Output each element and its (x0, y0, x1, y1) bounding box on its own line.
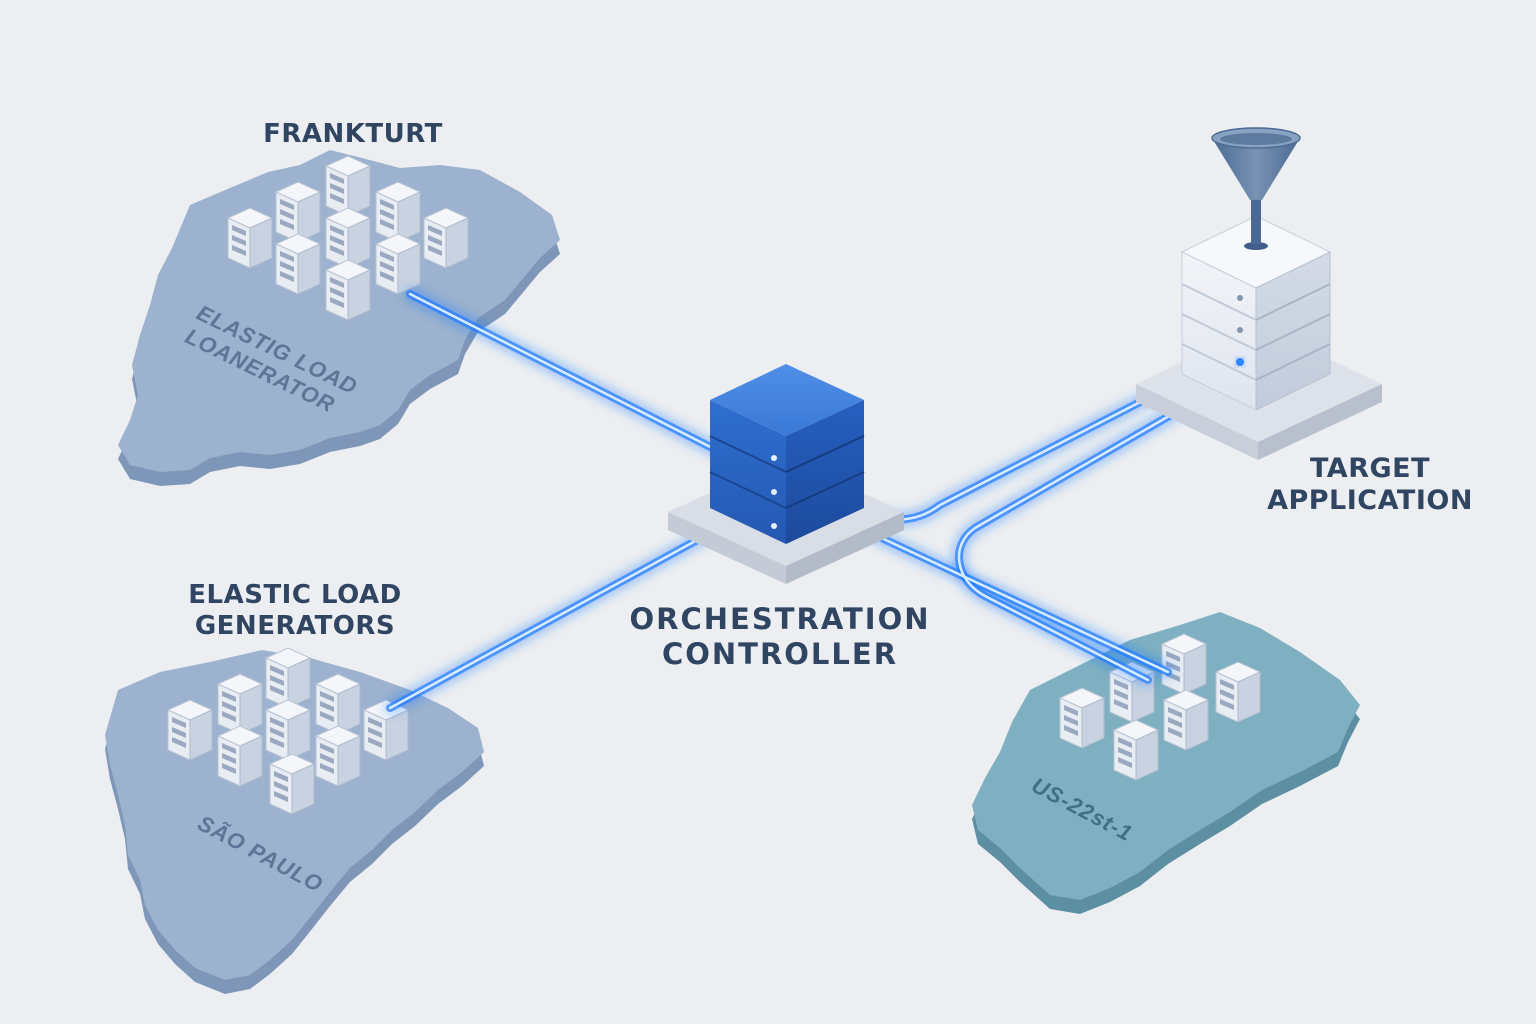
server-rack-icon (275, 181, 321, 243)
server-rack-icon (423, 207, 469, 269)
orchestration-label-line1: ORCHESTRATION (629, 602, 931, 636)
funnel-icon (1211, 127, 1301, 250)
target-application-label: TARGET APPLICATION (1250, 453, 1490, 518)
server-rack-icon (269, 753, 315, 815)
server-rack-icon (1161, 633, 1207, 695)
server-rack-icon (275, 233, 321, 295)
frankfurt-title: FRANKTURT (253, 119, 453, 150)
server-rack-icon (363, 699, 409, 761)
controller-server-icon (709, 364, 865, 544)
elastic-label-line2: GENERATORS (194, 611, 396, 642)
server-rack-icon (227, 207, 273, 269)
server-rack-icon (217, 673, 263, 735)
orchestration-controller (668, 364, 904, 584)
server-rack-icon (265, 647, 311, 709)
server-rack-icon (1113, 719, 1159, 781)
server-rack-icon (375, 181, 421, 243)
target-label-line1: TARGET (1309, 453, 1431, 484)
database-stack (1180, 215, 1332, 411)
server-rack-icon (325, 155, 371, 217)
server-rack-icon (375, 233, 421, 295)
server-rack-icon (315, 673, 361, 735)
orchestration-controller-label: ORCHESTRATION CONTROLLER (610, 602, 950, 672)
server-rack-icon (167, 699, 213, 761)
server-rack-icon (217, 725, 263, 787)
server-rack-icon (265, 699, 311, 761)
server-rack-icon (325, 207, 371, 269)
server-rack-icon (325, 259, 371, 321)
orchestration-label-line2: CONTROLLER (661, 636, 899, 671)
frankfurt-title-text: FRANKTURT (263, 119, 443, 149)
server-rack-icon (1215, 661, 1261, 723)
server-rack-icon (315, 725, 361, 787)
server-rack-icon (1163, 689, 1209, 751)
elastic-label-line1: ELASTIC LOAD (188, 580, 402, 610)
target-label-line2: APPLICATION (1267, 485, 1473, 517)
server-rack-icon (1059, 687, 1105, 749)
target-application (1136, 127, 1382, 460)
elastic-load-generators-label: ELASTIC LOAD GENERATORS (165, 580, 425, 642)
